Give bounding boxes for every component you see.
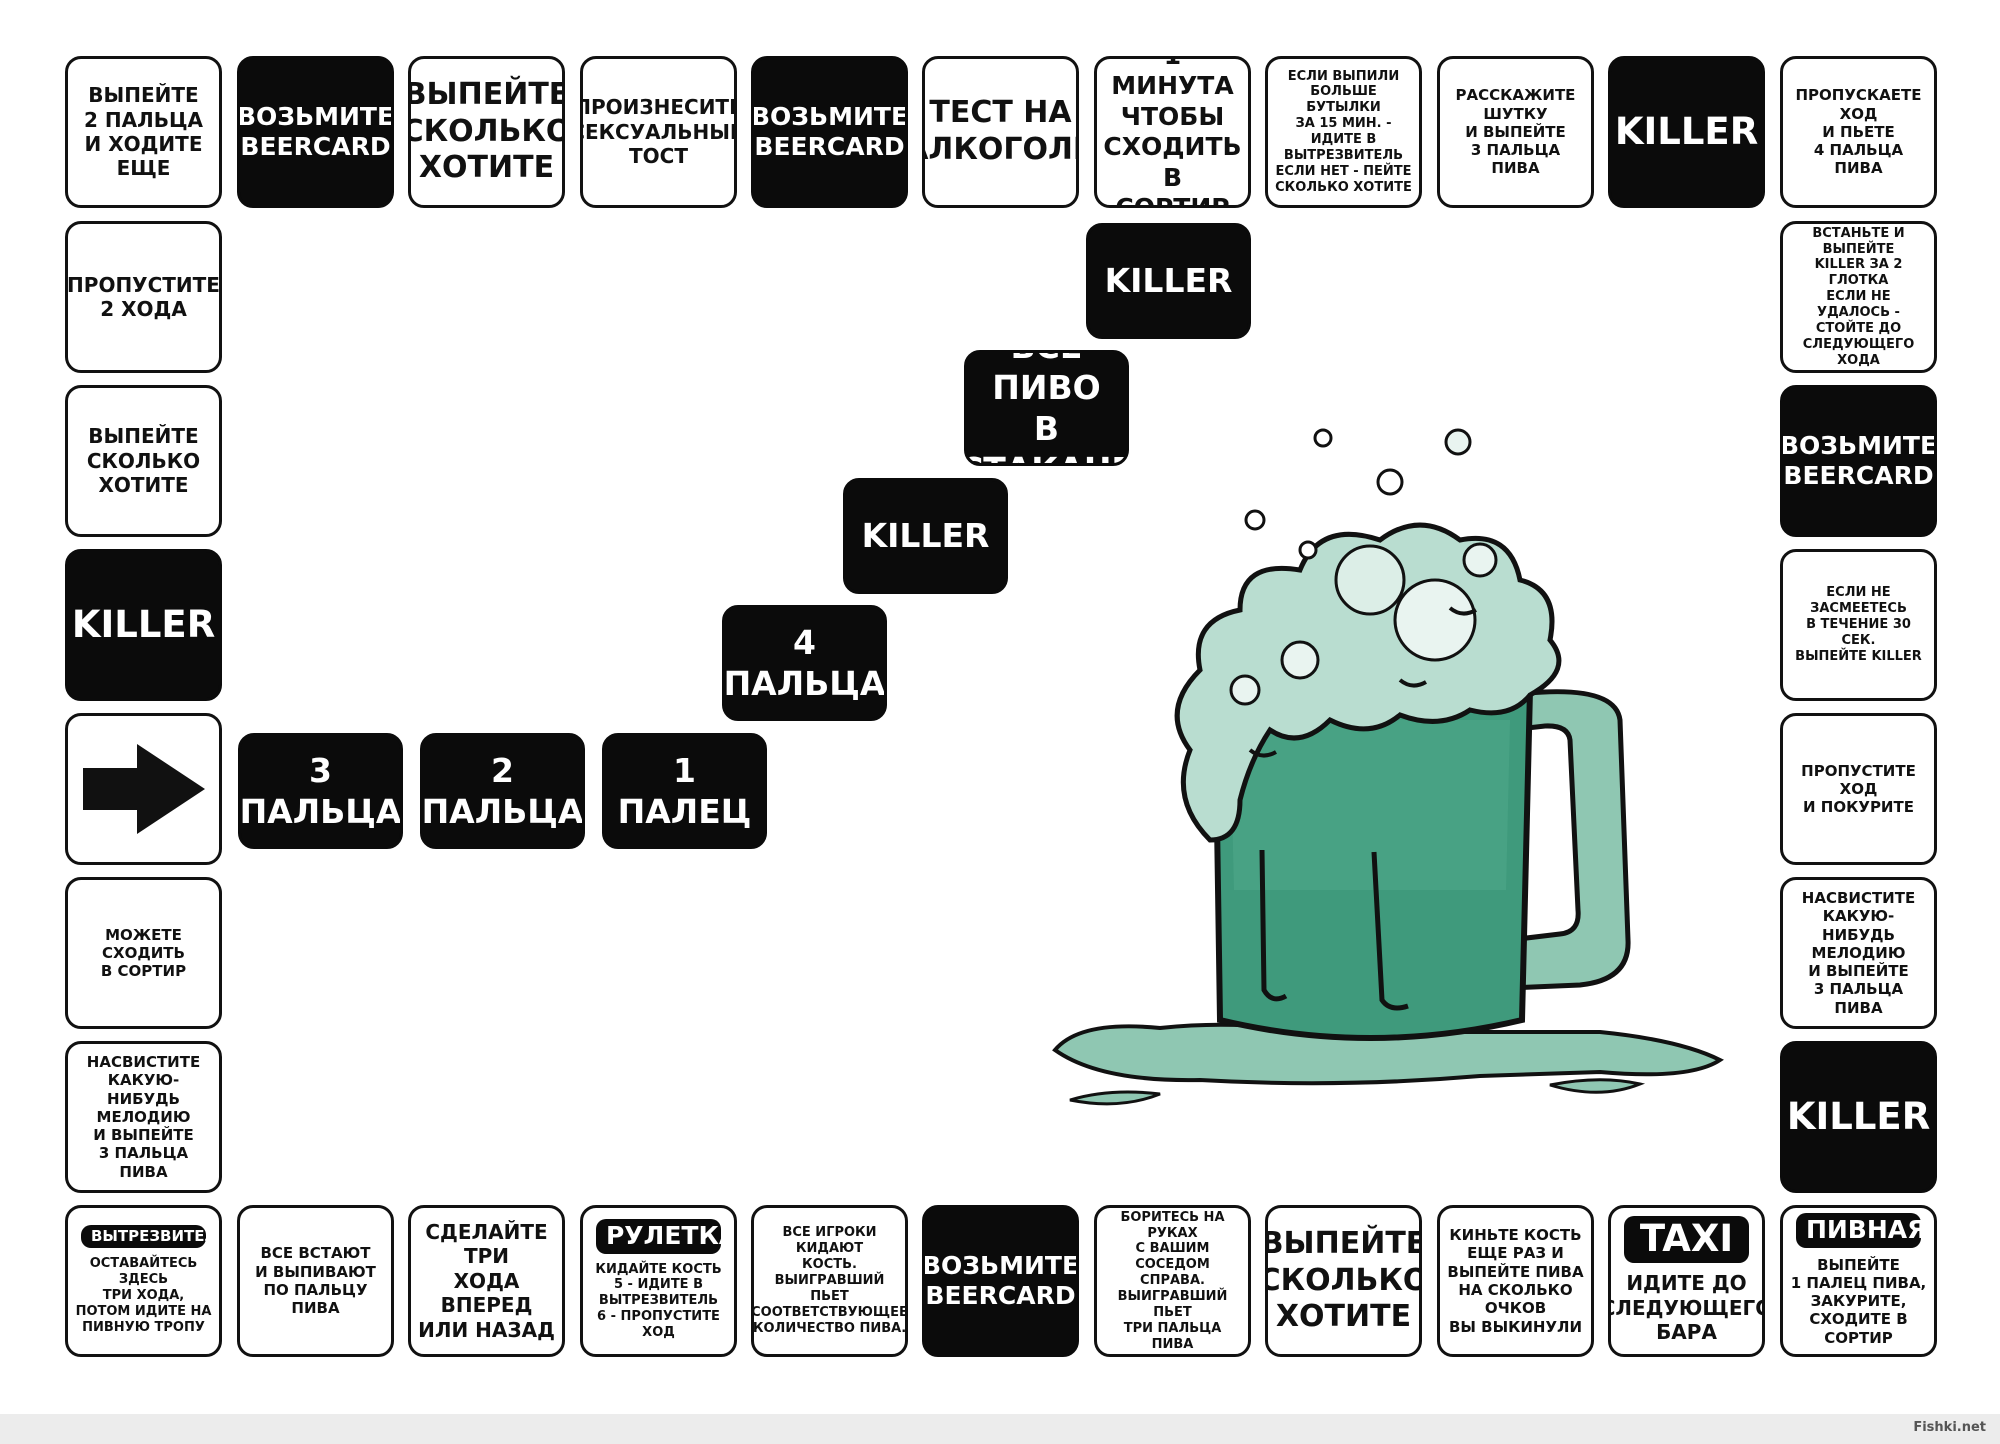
cell-text: ВЫПЕЙТЕ СКОЛЬКО ХОТИТЕ (1265, 1226, 1422, 1335)
cell-text: СДЕЛАЙТЕ ТРИ ХОДА ВПЕРЕД ИЛИ НАЗАД (418, 1220, 555, 1342)
cell-text: ПРОИЗНЕСИТЕ СЕКСУАЛЬНЫЙ ТОСТ (580, 95, 737, 169)
cell-tag-label: ВЫТРЕЗВИТЕЛЬ (80, 1224, 219, 1249)
beer-foam (1174, 522, 1562, 843)
cell-text: 1 ПАЛЕЦ (617, 750, 752, 831)
cell-text: ВОЗЬМИТЕ BEERCARD (922, 1250, 1079, 1311)
cell-text: 3 ПАЛЬЦА (239, 750, 402, 831)
board-cell-bottom-0[interactable]: ВЫТРЕЗВИТЕЛЬ ОСТАВАЙТЕСЬ ЗДЕСЬ ТРИ ХОДА, … (65, 1205, 222, 1357)
cell-text: ВЫПЕЙТЕ СКОЛЬКО ХОТИТЕ (408, 77, 565, 186)
cell-text: ОСТАВАЙТЕСЬ ЗДЕСЬ ТРИ ХОДА, ПОТОМ ИДИТЕ … (75, 1256, 212, 1335)
cell-tag-label: TAXI (1623, 1215, 1750, 1264)
watermark: Fishki.net (1913, 1420, 1986, 1435)
board-cell-top-6[interactable]: 1 МИНУТА ЧТОБЫ СХОДИТЬ В СОРТИР (1094, 56, 1251, 208)
cell-text: ВЫПЕЙТЕ СКОЛЬКО ХОТИТЕ (86, 424, 201, 498)
board-cell-top-8[interactable]: РАССКАЖИТЕ ШУТКУ И ВЫПЕЙТЕ 3 ПАЛЬЦА ПИВА (1437, 56, 1594, 208)
board-cell-bottom-8[interactable]: КИНЬТЕ КОСТЬ ЕЩЕ РАЗ И ВЫПЕЙТЕ ПИВА НА С… (1437, 1205, 1594, 1357)
board-cell-top-10[interactable]: ПРОПУСКАЕТЕ ХОД И ПЬЕТЕ 4 ПАЛЬЦА ПИВА (1780, 56, 1937, 208)
beer-path-step-1[interactable]: 2 ПАЛЬЦА (420, 733, 585, 849)
beer-path-step-3[interactable]: 4 ПАЛЬЦА (722, 605, 887, 721)
board-cell-bottom-7[interactable]: ВЫПЕЙТЕ СКОЛЬКО ХОТИТЕ (1265, 1205, 1422, 1357)
mug-body (1211, 687, 1534, 1041)
cell-text: КИНЬТЕ КОСТЬ ЕЩЕ РАЗ И ВЫПЕЙТЕ ПИВА НА С… (1447, 1226, 1584, 1336)
beer-path-step-4[interactable]: KILLER (843, 478, 1008, 594)
board-cell-bottom-10[interactable]: ПИВНАЯ ВЫПЕЙТЕ 1 ПАЛЕЦ ПИВА, ЗАКУРИТЕ, СХ… (1780, 1205, 1937, 1357)
cell-tag-label: РУЛЕТКА (595, 1219, 734, 1254)
cell-text: ВСЕ ПИВО В СТАКАНЕ (967, 353, 1126, 463)
cell-text: ВЫПЕЙТЕ 1 ПАЛЕЦ ПИВА, ЗАКУРИТЕ, СХОДИТЕ … (1790, 1255, 1927, 1347)
board-cell-right-3[interactable]: ПРОПУСТИТЕ ХОД И ПОКУРИТЕ (1780, 713, 1937, 865)
cell-text: БОРИТЕСЬ НА РУКАХ С ВАШИМ СОСЕДОМ СПРАВА… (1117, 1209, 1228, 1352)
beer-path-step-6[interactable]: KILLER (1086, 223, 1251, 339)
cell-text: 4 ПАЛЬЦА (723, 622, 886, 703)
cell-text: РАССКАЖИТЕ ШУТКУ И ВЫПЕЙТЕ 3 ПАЛЬЦА ПИВА (1455, 86, 1576, 178)
board-cell-top-3[interactable]: ПРОИЗНЕСИТЕ СЕКСУАЛЬНЫЙ ТОСТ (580, 56, 737, 208)
board-cell-top-1[interactable]: ВОЗЬМИТЕ BEERCARD (237, 56, 394, 208)
board-cell-top-2[interactable]: ВЫПЕЙТЕ СКОЛЬКО ХОТИТЕ (408, 56, 565, 208)
board-cell-bottom-2[interactable]: СДЕЛАЙТЕ ТРИ ХОДА ВПЕРЕД ИЛИ НАЗАД (408, 1205, 565, 1357)
beer-path-step-2[interactable]: 1 ПАЛЕЦ (602, 733, 767, 849)
board-cell-bottom-9[interactable]: TAXI ИДИТЕ ДО СЛЕДУЮЩЕГО БАРА (1608, 1205, 1765, 1357)
cell-text: ВЫПЕЙТЕ 2 ПАЛЬЦА И ХОДИТЕ ЕЩЕ (84, 83, 203, 181)
board-cell-top-5[interactable]: ТЕСТ НА АЛКОГОЛЬ (922, 56, 1079, 208)
cell-text: ПРОПУСТИТЕ ХОД И ПОКУРИТЕ (1801, 761, 1916, 817)
cell-text: KILLER (861, 516, 990, 556)
cell-tag-label: ПИВНАЯ (1795, 1213, 1926, 1248)
mug-handle (1507, 689, 1631, 991)
board-cell-bottom-5[interactable]: ВОЗЬМИТЕ BEERCARD (922, 1205, 1079, 1357)
cell-text: НАСВИСТИТЕ КАКУЮ- НИБУДЬ МЕЛОДИЮ И ВЫПЕЙ… (1801, 888, 1916, 1017)
cell-text: ЕСЛИ ВЫПИЛИ БОЛЬШЕ БУТЫЛКИ ЗА 15 МИН. - … (1275, 68, 1412, 195)
cell-text: KILLER (1786, 1095, 1931, 1139)
cell-text: 2 ПАЛЬЦА (421, 750, 584, 831)
board-cell-left-5[interactable]: НАСВИСТИТЕ КАКУЮ- НИБУДЬ МЕЛОДИЮ И ВЫПЕЙ… (65, 1041, 222, 1193)
board-cell-left-4[interactable]: МОЖЕТЕ СХОДИТЬ В СОРТИР (65, 877, 222, 1029)
board-cell-right-2[interactable]: ЕСЛИ НЕ ЗАСМЕЕТЕСЬ В ТЕЧЕНИЕ 30 СЕК. ВЫП… (1780, 549, 1937, 701)
board-cell-top-7[interactable]: ЕСЛИ ВЫПИЛИ БОЛЬШЕ БУТЫЛКИ ЗА 15 МИН. - … (1265, 56, 1422, 208)
beer-path-step-5[interactable]: ВСЕ ПИВО В СТАКАНЕ (964, 350, 1129, 466)
board-cell-bottom-6[interactable]: БОРИТЕСЬ НА РУКАХ С ВАШИМ СОСЕДОМ СПРАВА… (1094, 1205, 1251, 1357)
cell-text: ВСТАНЬТЕ И ВЫПЕЙТЕ KILLER ЗА 2 ГЛОТКА ЕС… (1802, 225, 1915, 368)
cell-text: KILLER (1614, 110, 1759, 154)
board-cell-right-5[interactable]: KILLER (1780, 1041, 1937, 1193)
board-cell-right-0[interactable]: ВСТАНЬТЕ И ВЫПЕЙТЕ KILLER ЗА 2 ГЛОТКА ЕС… (1780, 221, 1937, 373)
board-cell-left-2[interactable]: KILLER (65, 549, 222, 701)
cell-text: ВСЕ ВСТАЮТ И ВЫПИВАЮТ ПО ПАЛЬЦУ ПИВА (255, 1244, 376, 1318)
beer-bubbles (1244, 428, 1472, 560)
cell-text: НАСВИСТИТЕ КАКУЮ- НИБУДЬ МЕЛОДИЮ И ВЫПЕЙ… (86, 1052, 201, 1181)
start-cell[interactable] (65, 713, 222, 865)
footer-bar (0, 1414, 2000, 1444)
cell-text: ПРОПУСТИТЕ 2 ХОДА (67, 272, 220, 321)
cell-text: ЕСЛИ НЕ ЗАСМЕЕТЕСЬ В ТЕЧЕНИЕ 30 СЕК. ВЫП… (1795, 585, 1922, 664)
board-cell-right-1[interactable]: ВОЗЬМИТЕ BEERCARD (1780, 385, 1937, 537)
cell-text: ВОЗЬМИТЕ BEERCARD (237, 101, 394, 162)
board-cell-top-0[interactable]: ВЫПЕЙТЕ 2 ПАЛЬЦА И ХОДИТЕ ЕЩЕ (65, 56, 222, 208)
board-cell-left-0[interactable]: ПРОПУСТИТЕ 2 ХОДА (65, 221, 222, 373)
beer-puddle (1052, 1022, 1724, 1106)
cell-text: ТЕСТ НА АЛКОГОЛЬ (925, 95, 1076, 167)
beer-path-step-0[interactable]: 3 ПАЛЬЦА (238, 733, 403, 849)
cell-text: 1 МИНУТА ЧТОБЫ СХОДИТЬ В СОРТИР (1103, 59, 1242, 208)
board-cell-top-4[interactable]: ВОЗЬМИТЕ BEERCARD (751, 56, 908, 208)
cell-text: ПРОПУСКАЕТЕ ХОД И ПЬЕТЕ 4 ПАЛЬЦА ПИВА (1795, 86, 1922, 178)
cell-text: ВОЗЬМИТЕ BEERCARD (1780, 430, 1937, 491)
board-cell-top-9[interactable]: KILLER (1608, 56, 1765, 208)
cell-text: ВОЗЬМИТЕ BEERCARD (751, 101, 908, 162)
cell-text: ВСЕ ИГРОКИ КИДАЮТ КОСТЬ. ВЫИГРАВШИЙ ПЬЕТ… (751, 1225, 908, 1336)
board-cell-right-4[interactable]: НАСВИСТИТЕ КАКУЮ- НИБУДЬ МЕЛОДИЮ И ВЫПЕЙ… (1780, 877, 1937, 1029)
board-cell-bottom-4[interactable]: ВСЕ ИГРОКИ КИДАЮТ КОСТЬ. ВЫИГРАВШИЙ ПЬЕТ… (751, 1205, 908, 1357)
board-cell-left-1[interactable]: ВЫПЕЙТЕ СКОЛЬКО ХОТИТЕ (65, 385, 222, 537)
start-arrow-icon (82, 744, 205, 834)
cell-text: KILLER (71, 603, 216, 647)
cell-text: ИДИТЕ ДО СЛЕДУЮЩЕГО БАРА (1608, 1271, 1765, 1345)
cell-text: KILLER (1104, 261, 1233, 301)
cell-text: МОЖЕТЕ СХОДИТЬ В СОРТИР (100, 925, 187, 981)
board-cell-bottom-1[interactable]: ВСЕ ВСТАЮТ И ВЫПИВАЮТ ПО ПАЛЬЦУ ПИВА (237, 1205, 394, 1357)
cell-text: КИДАЙТЕ КОСТЬ 5 - ИДИТЕ В ВЫТРЕЗВИТЕЛЬ 6… (595, 1261, 722, 1341)
beer-mug-illustration (1052, 428, 1724, 1106)
board-cell-bottom-3[interactable]: РУЛЕТКА КИДАЙТЕ КОСТЬ 5 - ИДИТЕ В ВЫТРЕЗВ… (580, 1205, 737, 1357)
